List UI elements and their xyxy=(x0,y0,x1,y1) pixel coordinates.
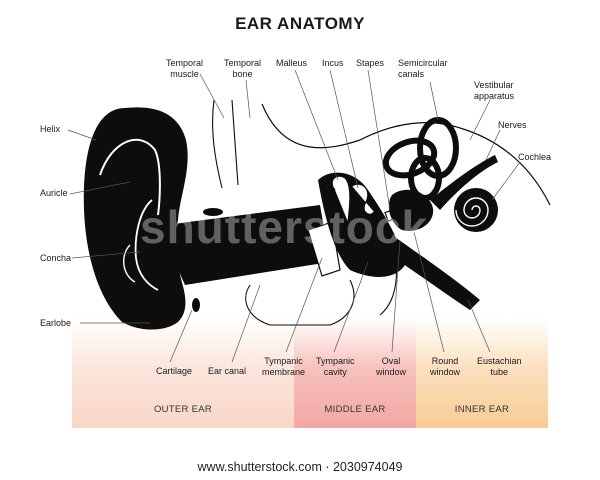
label-stapes: Stapes xyxy=(356,58,385,68)
vestibule-shape xyxy=(388,189,434,231)
nerve-shape xyxy=(430,155,498,210)
label-earlobe: Earlobe xyxy=(40,318,72,328)
cochlea-shape xyxy=(454,188,498,232)
leader-lines xyxy=(67,69,521,363)
eustachian-tube-shape xyxy=(385,235,480,310)
outer-ear-label: OUTER EAR xyxy=(153,404,213,415)
label-nerves: Nerves xyxy=(498,120,527,130)
ear-canal-shape xyxy=(165,205,330,285)
label-concha: Concha xyxy=(40,253,72,263)
label-cartilage: Cartilage xyxy=(156,366,193,376)
label-auricle: Auricle xyxy=(40,188,68,198)
antihelix-line xyxy=(134,199,159,291)
skull-outline xyxy=(261,103,551,206)
bone-dot xyxy=(203,208,223,216)
cochlea-spiral xyxy=(455,197,489,227)
temporal-muscle-shape xyxy=(212,99,239,189)
malleus-shape xyxy=(331,175,351,223)
label-ear-canal: Ear canal xyxy=(208,366,247,376)
footer-credit: www.shutterstock.com · 2030974049 xyxy=(197,460,403,474)
incus-shape xyxy=(351,183,375,215)
inner-ear-label: INNER EAR xyxy=(454,404,510,415)
concha-line xyxy=(123,244,136,283)
label-cochlea: Cochlea xyxy=(518,152,552,162)
auricle-shape xyxy=(83,107,188,330)
label-helix: Helix xyxy=(40,124,61,134)
bone-dot-2 xyxy=(227,228,245,236)
page-title: EAR ANATOMY xyxy=(235,14,365,33)
outer-ear-region xyxy=(72,318,294,428)
inner-ear-region xyxy=(416,318,548,428)
label-incus: Incus xyxy=(322,58,344,68)
jaw-cartilage-outline xyxy=(245,279,355,326)
semicircular-canal-2 xyxy=(382,137,438,179)
label-malleus: Malleus xyxy=(276,58,308,68)
middle-ear-region xyxy=(294,318,416,428)
middle-ear-label: MIDDLE EAR xyxy=(324,404,386,415)
helix-line xyxy=(99,138,161,216)
oval-window-outline xyxy=(379,239,397,316)
cartilage-dot xyxy=(192,298,200,312)
